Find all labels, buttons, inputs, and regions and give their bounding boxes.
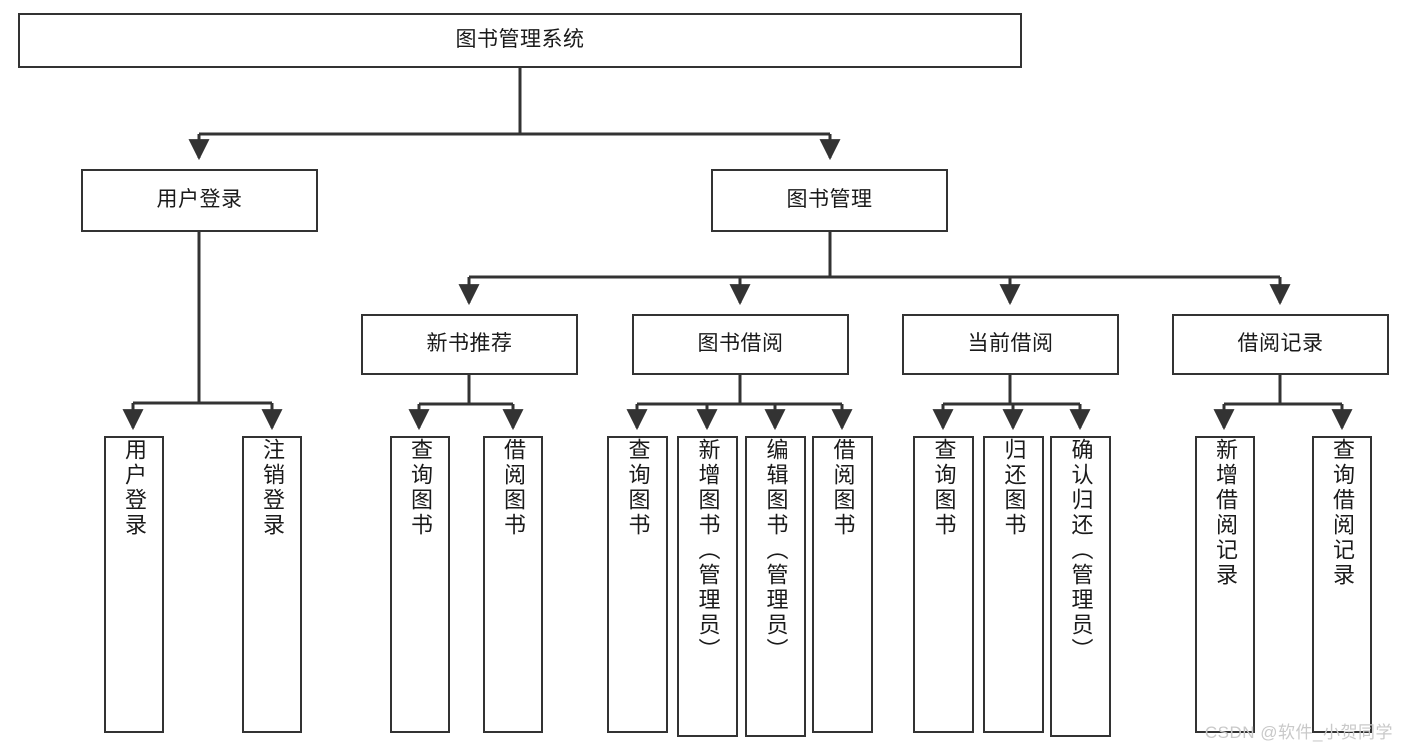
leaf-borrow-edit-book-label: 编辑图书（管理员） [763,438,789,663]
leaf-recommend-borrow-book[interactable]: 借阅图书 [483,436,543,733]
node-user-login-label: 用户登录 [156,188,243,212]
leaf-borrow-query-book[interactable]: 查询图书 [607,436,668,733]
node-book-borrow[interactable]: 图书借阅 [632,314,849,375]
leaf-user-login-logout-label: 注销登录 [260,438,285,538]
leaf-user-login-login[interactable]: 用户登录 [104,436,164,733]
watermark: CSDN @软件_小贺同学 [1204,723,1393,742]
leaf-current-confirm-return[interactable]: 确认归还（管理员） [1050,436,1111,737]
leaf-current-query-book-label: 查询图书 [931,438,957,538]
node-new-book-recommend[interactable]: 新书推荐 [361,314,578,375]
leaf-current-confirm-return-label: 确认归还（管理员） [1068,438,1094,663]
node-root[interactable]: 图书管理系统 [18,13,1022,68]
leaf-recommend-query-book-label: 查询图书 [408,438,433,538]
node-borrow-record[interactable]: 借阅记录 [1172,314,1389,375]
node-new-book-recommend-label: 新书推荐 [426,332,513,356]
node-current-borrow-label: 当前借阅 [967,332,1054,356]
leaf-record-add-record-label: 新增借阅记录 [1213,438,1238,588]
node-current-borrow[interactable]: 当前借阅 [902,314,1119,375]
leaf-user-login-logout[interactable]: 注销登录 [242,436,302,733]
leaf-current-return-book[interactable]: 归还图书 [983,436,1044,733]
node-user-login[interactable]: 用户登录 [81,169,318,232]
leaf-user-login-login-label: 用户登录 [122,438,147,538]
leaf-borrow-borrow-book[interactable]: 借阅图书 [812,436,873,733]
leaf-borrow-edit-book[interactable]: 编辑图书（管理员） [745,436,806,737]
leaf-record-add-record[interactable]: 新增借阅记录 [1195,436,1255,733]
node-book-management[interactable]: 图书管理 [711,169,948,232]
leaf-recommend-borrow-book-label: 借阅图书 [501,438,526,538]
leaf-current-return-book-label: 归还图书 [1001,438,1027,538]
leaf-current-query-book[interactable]: 查询图书 [913,436,974,733]
leaf-borrow-add-book-label: 新增图书（管理员） [695,438,721,663]
leaf-borrow-query-book-label: 查询图书 [625,438,651,538]
node-root-label: 图书管理系统 [455,28,585,52]
leaf-record-query-record-label: 查询借阅记录 [1330,438,1355,588]
leaf-borrow-borrow-book-label: 借阅图书 [830,438,856,538]
node-borrow-record-label: 借阅记录 [1237,332,1324,356]
node-book-borrow-label: 图书借阅 [697,332,784,356]
node-book-management-label: 图书管理 [786,188,873,212]
leaf-borrow-add-book[interactable]: 新增图书（管理员） [677,436,738,737]
leaf-record-query-record[interactable]: 查询借阅记录 [1312,436,1372,733]
leaf-recommend-query-book[interactable]: 查询图书 [390,436,450,733]
